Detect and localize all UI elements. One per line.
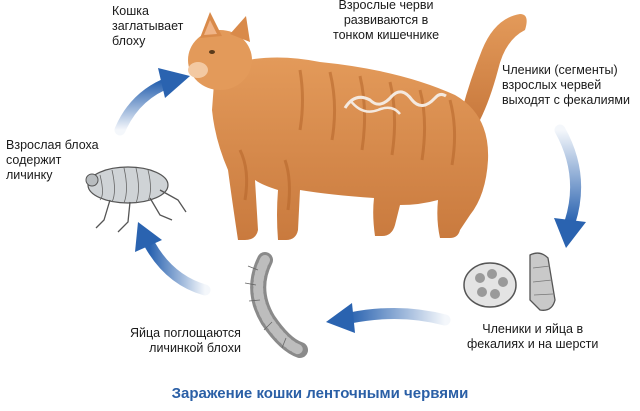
label-worms-develop: Взрослые черви развиваются в тонком кише… bbox=[333, 0, 439, 43]
label-line: содержит bbox=[6, 153, 62, 167]
label-cat-swallows: Кошка заглатывает блоху bbox=[112, 4, 183, 49]
label-line: взрослых червей bbox=[502, 78, 602, 92]
label-line: личинкой блохи bbox=[149, 341, 241, 355]
label-segments-in-feces: Членики и яйца в фекалиях и на шерсти bbox=[467, 322, 598, 352]
label-eggs-swallowed: Яйца поглощаются личинкой блохи bbox=[130, 326, 241, 356]
label-segments-exit: Членики (сегменты) взрослых червей выход… bbox=[502, 63, 630, 108]
diagram-caption: Заражение кошки ленточными червями bbox=[171, 385, 469, 402]
label-line: Кошка bbox=[112, 4, 149, 18]
arrow-larva-to-flea bbox=[135, 222, 211, 296]
egg-segment-illustration bbox=[463, 252, 556, 311]
arrow-segments-to-larva bbox=[326, 303, 451, 333]
larva-illustration bbox=[244, 252, 308, 358]
label-line: Взрослые черви bbox=[338, 0, 434, 12]
label-line: блоху bbox=[112, 34, 146, 48]
label-line: Взрослая блоха bbox=[6, 138, 99, 152]
label-adult-flea: Взрослая блоха содержит личинку bbox=[6, 138, 99, 183]
label-line: Членики (сегменты) bbox=[502, 63, 618, 77]
label-line: заглатывает bbox=[112, 19, 184, 33]
flea-illustration bbox=[85, 166, 187, 233]
label-line: выходят с фекалиями bbox=[502, 93, 630, 107]
label-line: личинку bbox=[6, 168, 53, 182]
label-line: фекалиях и на шерсти bbox=[467, 337, 599, 351]
arrow-flea-to-cat bbox=[114, 68, 190, 136]
label-line: Членики и яйца в bbox=[482, 322, 584, 336]
label-line: Яйца поглощаются bbox=[130, 326, 241, 340]
label-line: развиваются в bbox=[343, 13, 429, 27]
cat-illustration bbox=[188, 12, 527, 240]
arrow-cat-to-segments bbox=[554, 124, 586, 248]
label-line: тонком кишечнике bbox=[333, 28, 440, 42]
